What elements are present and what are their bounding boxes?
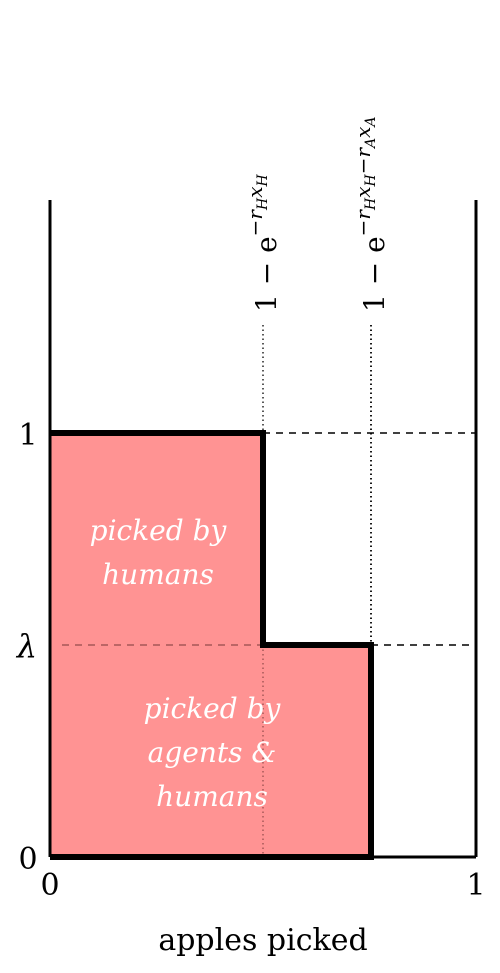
combined-threshold-label: 1 − e−rHxH−rAxA bbox=[351, 116, 391, 312]
combined-threshold-sub4: A bbox=[363, 116, 379, 128]
upper-region-line2: humans bbox=[102, 558, 214, 591]
humans-threshold-main: 1 − e bbox=[250, 236, 283, 312]
combined-threshold-exp: −r bbox=[351, 209, 375, 237]
x-tick-0: 0 bbox=[40, 868, 59, 903]
combined-threshold-sub3: A bbox=[363, 138, 379, 150]
humans-threshold-exp: −r bbox=[243, 209, 267, 237]
picked-region-boundary bbox=[50, 430, 374, 860]
lower-region-line3: humans bbox=[156, 780, 268, 813]
svg-text:1 − e−rHxH−rAxA: 1 − e−rHxH−rAxA bbox=[351, 116, 391, 312]
y-tick-0: 0 bbox=[18, 842, 37, 877]
combined-threshold-main: 1 − e bbox=[358, 236, 391, 312]
combined-threshold-sub1: H bbox=[363, 197, 379, 211]
svg-text:1 − e−rHxH: 1 − e−rHxH bbox=[243, 174, 283, 312]
upper-region-label: picked by humans bbox=[90, 514, 228, 591]
lower-region-line1: picked by bbox=[144, 692, 282, 725]
humans-threshold-x: x bbox=[243, 187, 267, 198]
upper-region-line1: picked by bbox=[90, 514, 228, 547]
humans-threshold-sub1: H bbox=[255, 197, 271, 211]
y-tick-lambda: λ bbox=[15, 627, 37, 665]
combined-threshold-x1: x bbox=[351, 187, 375, 198]
combined-threshold-sub2: H bbox=[363, 174, 379, 188]
humans-threshold-label: 1 − e−rHxH bbox=[243, 174, 283, 312]
x-axis-label: apples picked bbox=[158, 923, 367, 958]
lower-region-label: picked by agents & humans bbox=[144, 692, 282, 813]
combined-threshold-x2: x bbox=[351, 127, 375, 138]
combined-threshold-tail: −r bbox=[351, 147, 375, 175]
y-tick-1: 1 bbox=[18, 418, 37, 453]
x-tick-1: 1 bbox=[466, 868, 485, 903]
humans-threshold-sub2: H bbox=[255, 174, 271, 188]
lower-region-line2: agents & bbox=[148, 736, 277, 769]
